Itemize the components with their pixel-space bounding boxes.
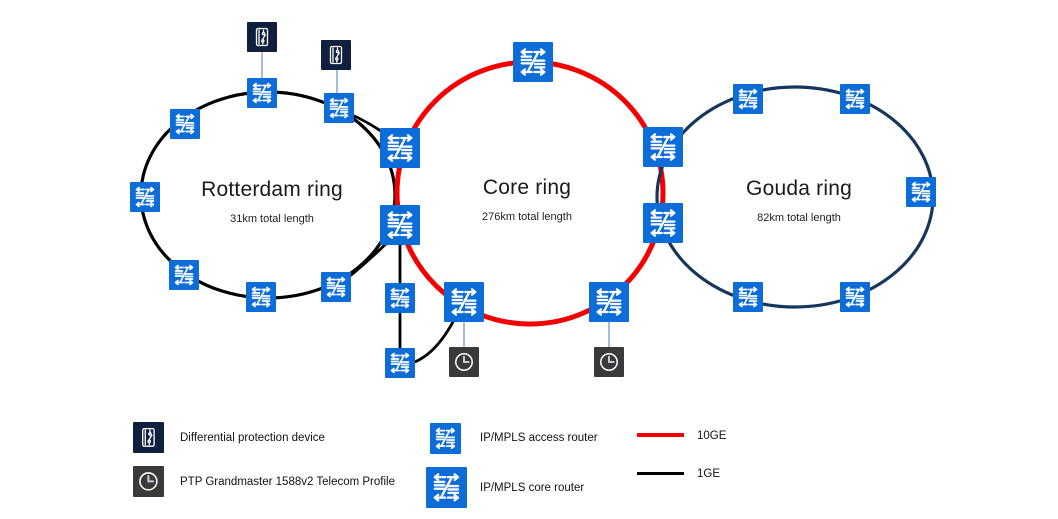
access-router-node: [840, 84, 870, 114]
core-router-node: [380, 205, 420, 245]
gouda-ring-length: 82km total length: [757, 212, 841, 224]
rotterdam-ring-label: Rotterdam ring 31km total length: [201, 178, 343, 225]
core-router-node: [513, 42, 553, 82]
core-router-node: [444, 282, 484, 322]
access-router-node: [324, 93, 354, 123]
access-router-node: [170, 109, 200, 139]
core-router-node: [380, 128, 420, 168]
legend-10ge-line-swatch: [637, 433, 684, 437]
legend-1ge-label: 1GE: [697, 468, 721, 480]
rotterdam-ring-title: Rotterdam ring: [201, 178, 343, 201]
ptp-grandmaster-clock-node: [449, 347, 479, 377]
core-router-node: [643, 127, 683, 167]
access-router-node: [246, 282, 276, 312]
legend-core-router-label: IP/MPLS core router: [480, 482, 585, 494]
legend-1ge-line-swatch: [637, 472, 684, 475]
gouda-ring-title: Gouda ring: [746, 177, 852, 200]
differential-protection-device-node: [321, 40, 351, 70]
access-router-node: [385, 348, 415, 378]
access-router-node: [321, 272, 351, 302]
ptp-grandmaster-clock-node: [594, 347, 624, 377]
gouda-ring-label: Gouda ring 82km total length: [746, 177, 852, 224]
differential-protection-device-node: [247, 22, 277, 52]
access-router-node: [906, 177, 936, 207]
core-router-node: [589, 282, 629, 322]
legend-10ge-label: 10GE: [697, 430, 727, 442]
access-router-icon: [430, 423, 461, 454]
differential-protection-device-icon: [133, 422, 164, 453]
access-router-node: [169, 260, 199, 290]
legend-access-router-label: IP/MPLS access router: [480, 432, 598, 444]
rotterdam-ring-length: 31km total length: [230, 213, 314, 225]
core-router-icon: [426, 467, 467, 508]
ptp-grandmaster-clock-icon: [133, 466, 164, 497]
core-ring-length: 276km total length: [482, 211, 572, 223]
core-ring-label: Core ring 276km total length: [482, 176, 572, 223]
access-router-node: [733, 84, 763, 114]
core-router-node: [643, 203, 683, 243]
access-router-node: [130, 182, 160, 212]
legend-dpd-label: Differential protection device: [180, 432, 325, 444]
access-router-node: [840, 282, 870, 312]
core-ring-title: Core ring: [482, 176, 572, 199]
access-router-node: [247, 78, 277, 108]
access-router-node: [385, 283, 415, 313]
access-router-node: [733, 282, 763, 312]
legend-ptp-label: PTP Grandmaster 1588v2 Telecom Profile: [180, 476, 395, 488]
